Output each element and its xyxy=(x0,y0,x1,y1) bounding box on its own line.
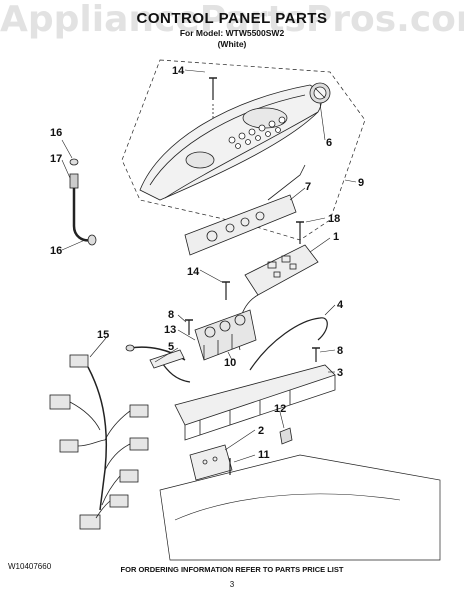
screw-top xyxy=(209,77,217,120)
leader-lines xyxy=(61,69,357,463)
callout-7: 7 xyxy=(305,181,311,193)
water-valve xyxy=(194,309,257,361)
callout-5: 5 xyxy=(168,341,174,353)
callout-10: 10 xyxy=(224,357,236,369)
callout-16-top: 16 xyxy=(50,127,62,139)
clip-12 xyxy=(279,427,293,445)
callout-11: 11 xyxy=(258,449,270,461)
callout-16-mid: 16 xyxy=(50,245,62,257)
document-number: W10407660 xyxy=(8,562,52,571)
page-number: 3 xyxy=(229,580,235,589)
callout-17: 17 xyxy=(50,153,62,165)
callout-15: 15 xyxy=(97,329,109,341)
wire-harness-15 xyxy=(49,354,149,530)
callout-8-right: 8 xyxy=(337,345,343,357)
callout-1: 1 xyxy=(333,231,339,243)
page-title: CONTROL PANEL PARTS xyxy=(136,10,328,27)
bracket-5 xyxy=(149,349,185,369)
user-interface-board xyxy=(184,164,306,256)
callout-14-top: 14 xyxy=(172,65,185,77)
callout-4: 4 xyxy=(337,299,344,311)
callout-13: 13 xyxy=(164,324,176,336)
callout-18: 18 xyxy=(328,213,340,225)
callout-14-mid: 14 xyxy=(187,266,200,278)
wire-harness-4 xyxy=(249,317,328,371)
knob xyxy=(309,82,331,104)
cabinet-top xyxy=(159,454,441,561)
callout-9: 9 xyxy=(358,177,364,189)
callout-6: 6 xyxy=(326,137,332,149)
callout-3: 3 xyxy=(337,367,343,379)
rear-panel xyxy=(174,364,336,441)
ordering-note: FOR ORDERING INFORMATION REFER TO PARTS … xyxy=(120,565,344,574)
callout-8-left: 8 xyxy=(168,309,174,321)
callout-labels: 14 16 17 6 7 9 18 1 16 14 4 8 13 15 5 10… xyxy=(50,65,364,461)
pressure-hose xyxy=(69,158,97,246)
model-line: For Model: WTW5500SW2 xyxy=(179,28,285,38)
callout-2: 2 xyxy=(258,425,264,437)
color-line: (White) xyxy=(217,39,247,49)
logo-badge xyxy=(185,151,215,169)
console-buttons xyxy=(228,116,286,149)
watermark: AppliancePartsPros.com xyxy=(0,0,464,40)
bracket-2 xyxy=(189,444,233,481)
callout-12: 12 xyxy=(274,403,286,415)
